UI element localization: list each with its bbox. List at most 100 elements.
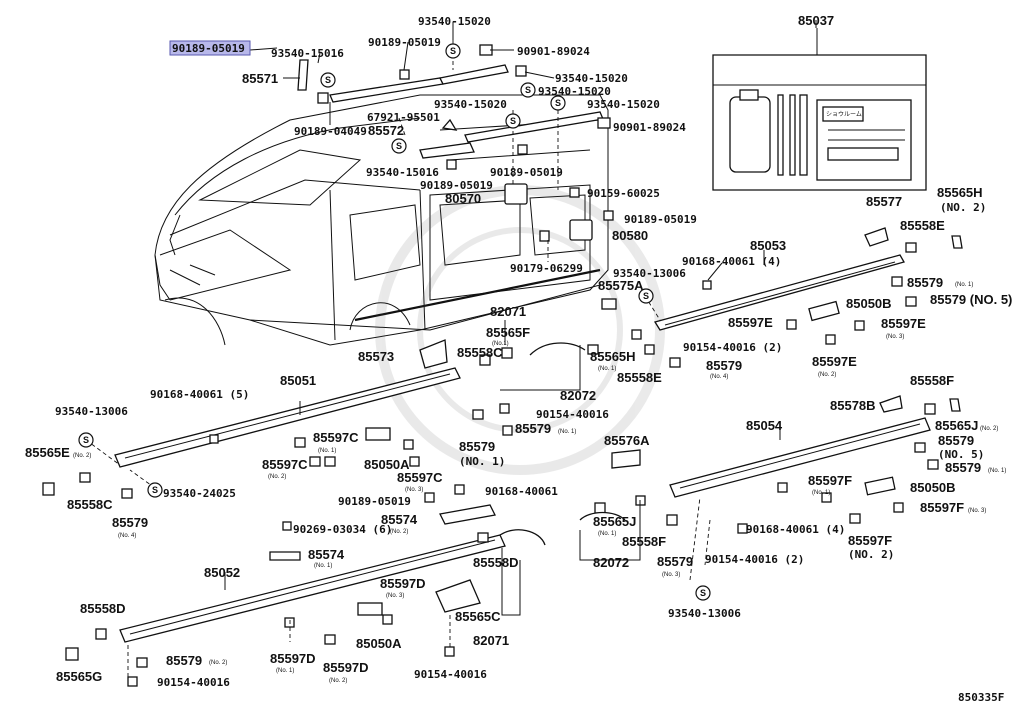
- label-93540-15020-c[interactable]: 93540-15020: [538, 85, 611, 98]
- label-90189-05019-selected[interactable]: 90189-05019: [172, 42, 245, 55]
- label-93540-15020-d[interactable]: 93540-15020: [434, 98, 507, 111]
- label-85597D-a-no: (No. 3): [386, 593, 404, 599]
- label-90154-40016-2b[interactable]: 90154-40016 (2): [705, 553, 804, 566]
- label-85597E-c[interactable]: 85597E: [812, 354, 857, 369]
- rocker-molding-85051: [114, 367, 461, 468]
- label-85579-no5-b[interactable]: 85579: [938, 433, 974, 448]
- label-85565F[interactable]: 85565F: [486, 325, 530, 340]
- label-85565J[interactable]: 85565J: [935, 418, 978, 433]
- label-93540-24025[interactable]: 93540-24025: [163, 487, 236, 500]
- label-85565E[interactable]: 85565E: [25, 445, 70, 460]
- label-85597E-a[interactable]: 85597E: [728, 315, 773, 330]
- label-85052[interactable]: 85052: [204, 565, 240, 580]
- label-85050A-b[interactable]: 85050A: [356, 636, 402, 651]
- label-85579-no1-d[interactable]: 85579: [459, 439, 495, 454]
- label-85579-no1[interactable]: 85579: [907, 275, 943, 290]
- label-85050B-b[interactable]: 85050B: [910, 480, 956, 495]
- label-85579-no4-b[interactable]: 85579: [112, 515, 148, 530]
- label-90189-05019[interactable]: 90189-05019: [368, 36, 441, 49]
- label-85050B[interactable]: 85050B: [846, 296, 892, 311]
- label-85558E[interactable]: 85558E: [900, 218, 945, 233]
- label-85558F-b[interactable]: 85558F: [622, 534, 666, 549]
- label-93540-15020-e[interactable]: 93540-15020: [587, 98, 660, 111]
- label-82071[interactable]: 82071: [490, 304, 526, 319]
- label-85597D-c[interactable]: 85597D: [323, 660, 369, 675]
- label-85579-no2[interactable]: 85579: [166, 653, 202, 668]
- label-90154-40016-2[interactable]: 90154-40016 (2): [683, 341, 782, 354]
- label-85051[interactable]: 85051: [280, 373, 316, 388]
- label-90189-05019-d[interactable]: 90189-05019: [490, 166, 563, 179]
- label-85050A[interactable]: 85050A: [364, 457, 410, 472]
- label-85576A[interactable]: 85576A: [604, 433, 650, 448]
- label-80580[interactable]: 80580: [612, 228, 648, 243]
- label-90189-05019-c[interactable]: 90189-05019: [420, 179, 493, 192]
- label-85558E-c[interactable]: 85558E: [617, 370, 662, 385]
- label-90168-40061[interactable]: 90168-40061: [485, 485, 558, 498]
- label-85579-no1-c[interactable]: 85579: [515, 421, 551, 436]
- label-90159-60025[interactable]: 90159-60025: [587, 187, 660, 200]
- label-85597F-c[interactable]: 85597F: [848, 533, 892, 548]
- label-85558D-l[interactable]: 85558D: [80, 601, 126, 616]
- label-85597D-b[interactable]: 85597D: [270, 651, 316, 666]
- label-85579-no4[interactable]: 85579: [706, 358, 742, 373]
- label-90154-40016-a[interactable]: 90154-40016: [536, 408, 609, 421]
- label-85565G[interactable]: 85565G: [56, 669, 102, 684]
- label-85558F[interactable]: 85558F: [910, 373, 954, 388]
- label-93540-15016-b[interactable]: 93540-15016: [366, 166, 439, 179]
- label-90168-40061-5[interactable]: 90168-40061 (5): [150, 388, 249, 401]
- rocker-molding-85052: [119, 534, 506, 643]
- label-67921-95501[interactable]: 67921-95501: [367, 111, 440, 124]
- label-90189-04049[interactable]: 90189-04049: [294, 125, 367, 138]
- label-82072-b[interactable]: 82072: [593, 555, 629, 570]
- label-85575A[interactable]: 85575A: [598, 278, 644, 293]
- label-93540-15020[interactable]: 93540-15020: [418, 15, 491, 28]
- label-90168-40061-4[interactable]: 90168-40061 (4): [682, 255, 781, 268]
- label-85597C-b[interactable]: 85597C: [262, 457, 308, 472]
- label-93540-15020-b[interactable]: 93540-15020: [555, 72, 628, 85]
- label-93540-13006-c[interactable]: 93540-13006: [668, 607, 741, 620]
- label-85558C-b[interactable]: 85558C: [67, 497, 113, 512]
- label-85579-no1-e[interactable]: 85579: [945, 460, 981, 475]
- label-85597F-b[interactable]: 85597F: [920, 500, 964, 515]
- label-85577[interactable]: 85577: [866, 194, 902, 209]
- label-85571[interactable]: 85571: [242, 71, 278, 86]
- label-90189-05019-f[interactable]: 90189-05019: [338, 495, 411, 508]
- label-85578B[interactable]: 85578B: [830, 398, 876, 413]
- label-85572[interactable]: 85572: [368, 123, 404, 138]
- label-85597D-a[interactable]: 85597D: [380, 576, 426, 591]
- label-85597C-c[interactable]: 85597C: [397, 470, 443, 485]
- label-80570[interactable]: 80570: [445, 191, 481, 206]
- label-85597C-a[interactable]: 85597C: [313, 430, 359, 445]
- label-85574-b[interactable]: 85574: [308, 547, 345, 562]
- label-93540-13006-a[interactable]: 93540-13006: [613, 267, 686, 280]
- label-90168-40061-4b[interactable]: 90168-40061 (4): [746, 523, 845, 536]
- label-90901-89024[interactable]: 90901-89024: [517, 45, 590, 58]
- label-90901-89024-b[interactable]: 90901-89024: [613, 121, 686, 134]
- screw-symbol-5: S: [505, 113, 521, 129]
- label-85573[interactable]: 85573: [358, 349, 394, 364]
- label-85053[interactable]: 85053: [750, 238, 786, 253]
- label-85054[interactable]: 85054: [746, 418, 783, 433]
- label-85579-no3[interactable]: 85579: [657, 554, 693, 569]
- label-82071-b[interactable]: 82071: [473, 633, 509, 648]
- label-93540-13006-b[interactable]: 93540-13006: [55, 405, 128, 418]
- label-90154-40016-c[interactable]: 90154-40016: [414, 668, 487, 681]
- label-85579-no5[interactable]: 85579 (NO. 5): [930, 292, 1012, 307]
- label-90154-40016-b[interactable]: 90154-40016: [157, 676, 230, 689]
- label-90179-06299[interactable]: 90179-06299: [510, 262, 583, 275]
- label-85558D[interactable]: 85558D: [473, 555, 519, 570]
- label-85574-a[interactable]: 85574: [381, 512, 418, 527]
- label-85565J-b[interactable]: 85565J: [593, 514, 636, 529]
- label-85597F-a[interactable]: 85597F: [808, 473, 852, 488]
- label-85579-no1-d-sub: (NO. 1): [459, 455, 505, 468]
- label-85037[interactable]: 85037: [798, 13, 834, 28]
- label-85565H-b[interactable]: 85565H: [590, 349, 636, 364]
- label-85565H[interactable]: 85565H: [937, 185, 983, 200]
- label-85558C[interactable]: 85558C: [457, 345, 503, 360]
- label-93540-15016[interactable]: 93540-15016: [271, 47, 344, 60]
- label-90269-03034[interactable]: 90269-03034 (6): [293, 523, 392, 536]
- label-85597E-b[interactable]: 85597E: [881, 316, 926, 331]
- label-90189-05019-e[interactable]: 90189-05019: [624, 213, 697, 226]
- label-82072[interactable]: 82072: [560, 388, 596, 403]
- label-85565C[interactable]: 85565C: [455, 609, 501, 624]
